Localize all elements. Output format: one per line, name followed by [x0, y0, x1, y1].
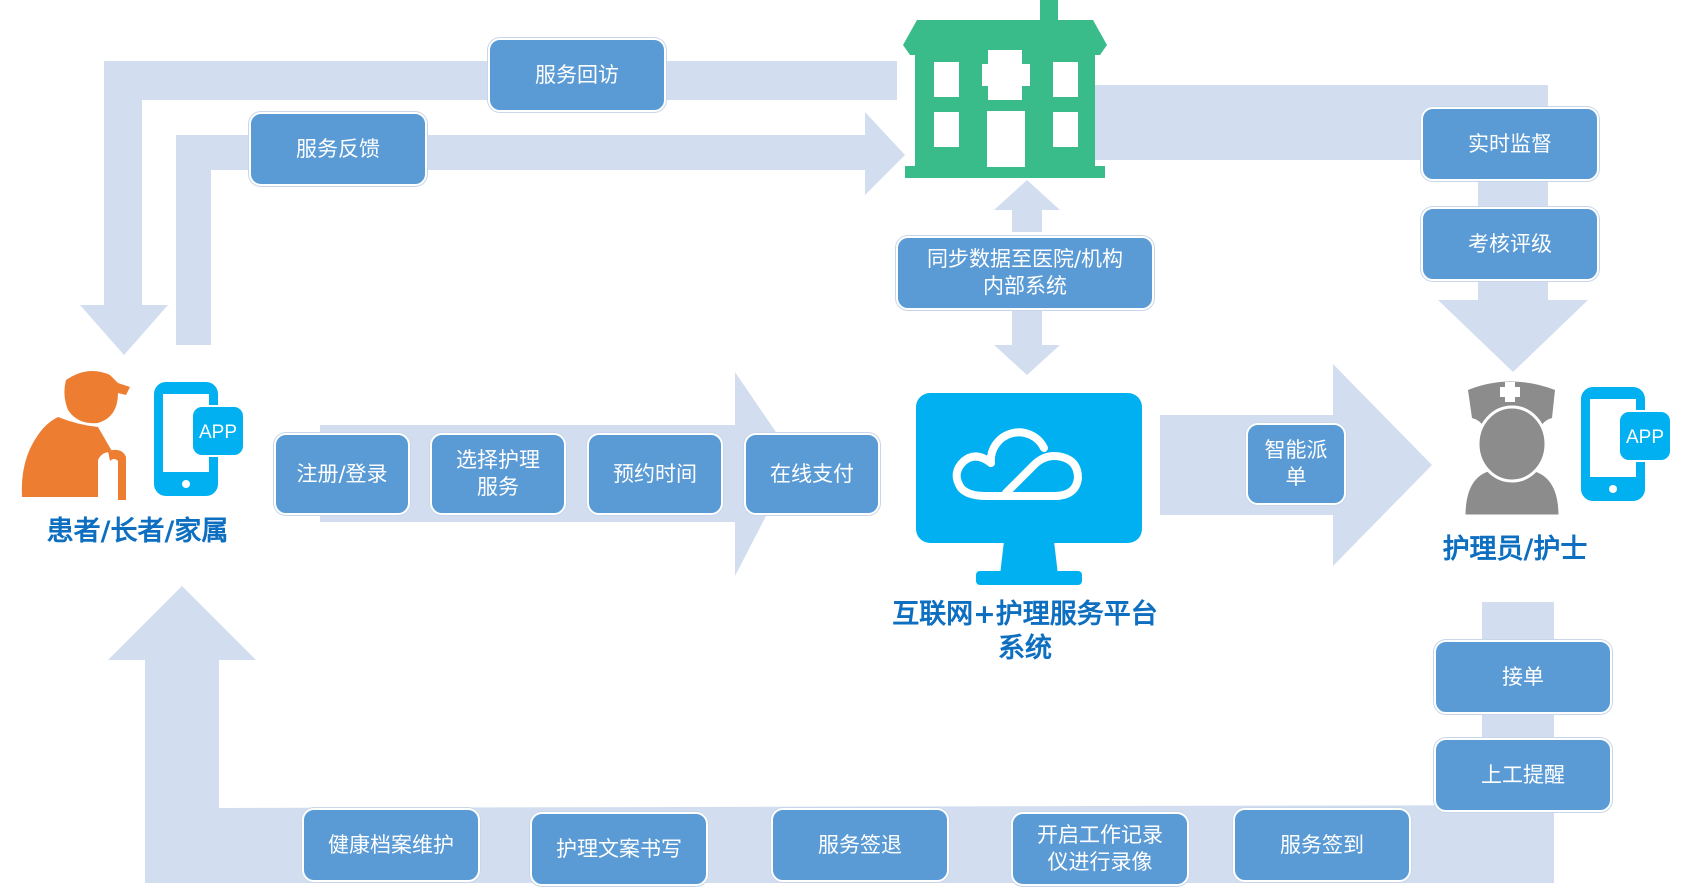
step-assessment-rating[interactable]: 考核评级 — [1421, 207, 1599, 281]
elderly-person-icon — [21, 371, 130, 500]
nurse-label: 护理员/护士 — [1442, 534, 1588, 565]
step-work-reminder[interactable]: 上工提醒 — [1434, 738, 1612, 812]
step-book-time[interactable]: 预约时间 — [587, 433, 723, 515]
step-service-revisit[interactable]: 服务回访 — [488, 38, 666, 112]
patient-label: 患者/长者/家属 — [46, 516, 229, 547]
step-smart-dispatch[interactable]: 智能派 单 — [1246, 423, 1346, 505]
step-health-records[interactable]: 健康档案维护 — [302, 808, 480, 882]
step-realtime-supervision[interactable]: 实时监督 — [1421, 107, 1599, 181]
phone-app-icon: APP — [1581, 387, 1672, 501]
arrow-sync-up — [994, 180, 1060, 232]
step-select-service[interactable]: 选择护理 服务 — [430, 433, 566, 515]
arrow-revisit-to-patient — [80, 61, 897, 355]
arrow-sync-down — [994, 310, 1060, 375]
connector-nurse-accept — [1482, 602, 1554, 642]
connector-accept-reminder — [1482, 715, 1554, 740]
step-nursing-docs[interactable]: 护理文案书写 — [530, 812, 708, 886]
step-service-feedback[interactable]: 服务反馈 — [249, 112, 427, 186]
step-service-checkin[interactable]: 服务签到 — [1233, 808, 1411, 882]
step-online-payment[interactable]: 在线支付 — [744, 433, 880, 515]
hospital-icon — [903, 0, 1107, 178]
connector-supervision-rating — [1478, 180, 1548, 210]
step-record-video[interactable]: 开启工作记录 仪进行录像 — [1011, 812, 1189, 886]
step-register-login[interactable]: 注册/登录 — [274, 433, 410, 515]
arrow-feedback-to-hospital — [176, 112, 905, 345]
arrow-rating-to-nurse — [1438, 280, 1588, 372]
step-accept-order[interactable]: 接单 — [1434, 640, 1612, 714]
step-service-checkout[interactable]: 服务签退 — [771, 808, 949, 882]
nurse-icon — [1462, 381, 1562, 516]
app-badge: APP — [199, 422, 237, 443]
app-badge: APP — [1626, 427, 1664, 448]
platform-label: 互联网+护理服务平台 系统 — [892, 599, 1158, 664]
phone-app-icon: APP — [154, 382, 245, 496]
cloud-monitor-icon — [916, 393, 1142, 585]
step-sync-data[interactable]: 同步数据至医院/机构 内部系统 — [896, 236, 1154, 310]
